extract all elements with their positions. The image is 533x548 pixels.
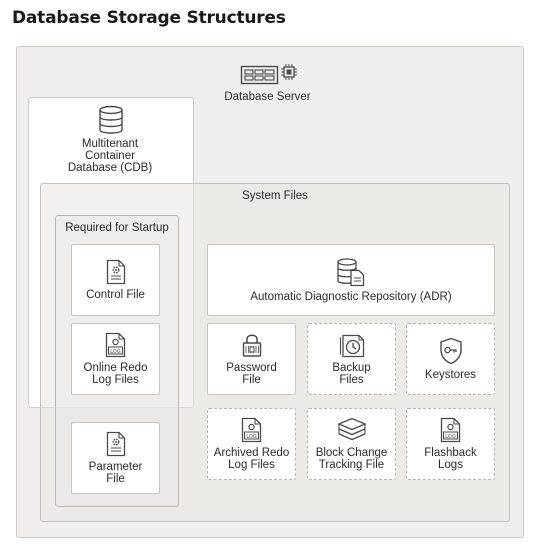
flashback-logs-label: Flashback Logs <box>424 447 476 471</box>
backup-files-label-line2: Files <box>339 374 364 386</box>
adr-card: Automatic Diagnostic Repository (ADR) <box>207 244 495 316</box>
backup-files-label-line1: Backup <box>332 362 371 374</box>
control-file-label: Control File <box>86 289 145 301</box>
required-for-startup-label: Required for Startup <box>65 222 169 234</box>
backup-files-card: Backup Files <box>307 323 396 395</box>
key-shield-icon <box>439 337 463 365</box>
archived-redo-log-label: Archived Redo Log Files <box>214 447 289 471</box>
password-file-label: Password File <box>226 362 277 386</box>
archived-redo-log-label-line2: Log Files <box>228 459 275 471</box>
archived-redo-log-label-line1: Archived Redo <box>213 447 290 459</box>
block-change-tracking-label-line1: Block Change <box>315 447 388 459</box>
keystores-card: Keystores <box>406 323 495 395</box>
parameter-file-label: Parameter File <box>89 461 143 485</box>
keystores-label: Keystores <box>424 369 477 381</box>
log-tag-text: LOG <box>445 434 456 440</box>
gear-document-icon <box>106 431 126 457</box>
log-file-icon: LOG <box>105 332 127 358</box>
log-file-icon: LOG <box>440 417 462 443</box>
cdb-label: Multitenant Container Database (CDB) <box>50 138 170 174</box>
online-redo-log-label-line2: Log Files <box>92 374 139 386</box>
gear-document-icon <box>106 259 126 285</box>
layers-icon <box>336 417 367 443</box>
cdb-label-line3: Database (CDB) <box>67 162 153 174</box>
page-title: Database Storage Structures <box>12 8 286 28</box>
password-file-card: Password File <box>207 323 296 395</box>
block-change-tracking-label: Block Change Tracking File <box>316 447 388 471</box>
clock-history-icon <box>339 332 365 358</box>
log-tag-text: LOG <box>110 349 121 355</box>
block-change-tracking-label-line2: Tracking File <box>318 459 385 471</box>
block-change-tracking-card: Block Change Tracking File <box>307 408 396 480</box>
parameter-file-card: Parameter File <box>71 422 160 494</box>
system-files-label: System Files <box>242 190 308 202</box>
online-redo-log-label: Online Redo Log Files <box>84 362 148 386</box>
cdb-label-line2: Container <box>85 150 135 162</box>
database-icon <box>98 105 124 135</box>
database-server-label: Database Server <box>224 91 311 103</box>
cdb-label-line1: Multitenant <box>81 138 139 150</box>
server-icon <box>240 61 300 87</box>
log-file-icon: LOG <box>241 417 263 443</box>
flashback-logs-label-line1: Flashback <box>424 447 477 459</box>
backup-files-label: Backup Files <box>332 362 370 386</box>
online-redo-log-label-line1: Online Redo <box>83 362 148 374</box>
archived-redo-log-card: LOG Archived Redo Log Files <box>207 408 296 480</box>
parameter-file-label-line2: File <box>106 473 125 485</box>
flashback-logs-card: LOG Flashback Logs <box>406 408 495 480</box>
password-file-label-line1: Password <box>226 362 277 374</box>
password-file-label-line2: File <box>242 374 261 386</box>
lock-icon <box>241 332 263 358</box>
online-redo-log-card: LOG Online Redo Log Files <box>71 323 160 395</box>
database-document-icon <box>336 257 366 287</box>
log-tag-text: LOG <box>246 434 257 440</box>
flashback-logs-label-line2: Logs <box>438 459 463 471</box>
adr-label: Automatic Diagnostic Repository (ADR) <box>250 291 452 303</box>
parameter-file-label-line1: Parameter <box>88 461 143 473</box>
control-file-card: Control File <box>71 244 160 316</box>
